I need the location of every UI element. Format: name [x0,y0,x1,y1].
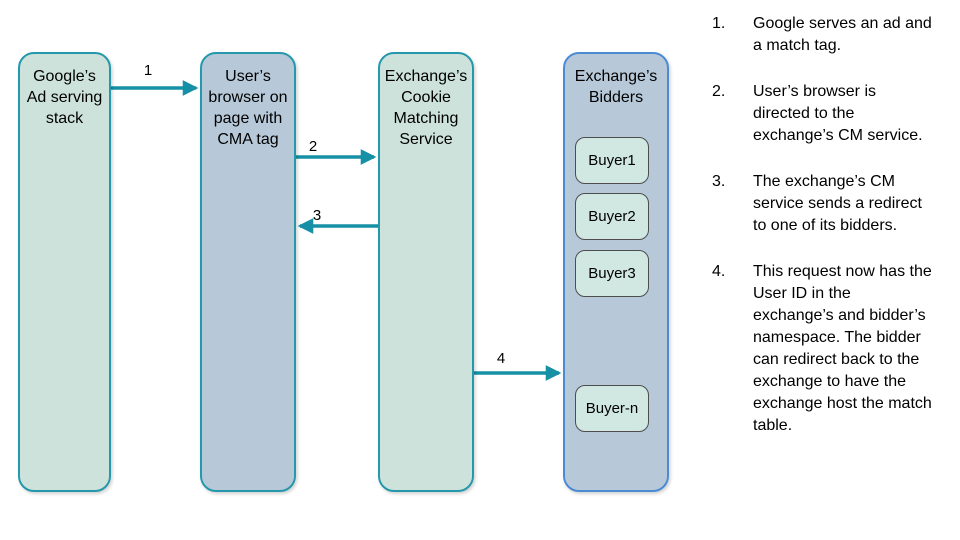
buyer-box: Buyer-n [575,385,649,432]
arrow-2-label: 2 [308,138,318,155]
step-item: 4. This request now has the User ID in t… [712,261,944,437]
node-google-ad-serving-stack: Google’s Ad serving stack [18,52,111,492]
step-number: 2. [712,83,726,100]
step-number: 4. [712,263,726,280]
node-bidders-label: Exchange’s Bidders [574,68,658,106]
buyer-label: Buyer-n [585,400,639,417]
arrow-1-label: 1 [143,62,153,79]
steps-list: 1. Google serves an ad and a match tag. … [712,13,944,461]
buyer-box: Buyer3 [575,250,649,297]
node-google-label: Google’s Ad serving stack [26,68,103,127]
node-browser-label: User’s browser on page with CMA tag [208,68,288,148]
node-cookie-matching-service: Exchange’s Cookie Matching Service [378,52,474,492]
step-item: 2. User’s browser is directed to the exc… [712,81,944,147]
step-item: 3. The exchange’s CM service sends a red… [712,171,944,237]
step-text: User’s browser is directed to the exchan… [753,83,923,144]
arrow-4-label: 4 [496,350,506,367]
step-text: Google serves an ad and a match tag. [753,15,932,54]
step-text: This request now has the User ID in the … [753,263,932,434]
buyer-label: Buyer1 [588,152,636,169]
buyer-label: Buyer2 [588,208,636,225]
node-users-browser: User’s browser on page with CMA tag [200,52,296,492]
buyer-box: Buyer1 [575,137,649,184]
step-number: 3. [712,173,726,190]
node-exchange-bidders: Exchange’s Bidders Buyer1 Buyer2 Buyer3 … [563,52,669,492]
step-item: 1. Google serves an ad and a match tag. [712,13,944,57]
node-cm-label: Exchange’s Cookie Matching Service [384,68,468,148]
buyer-label: Buyer3 [588,265,636,282]
step-number: 1. [712,15,726,32]
buyer-box: Buyer2 [575,193,649,240]
arrow-3-label: 3 [312,207,322,224]
step-text: The exchange’s CM service sends a redire… [753,173,922,234]
